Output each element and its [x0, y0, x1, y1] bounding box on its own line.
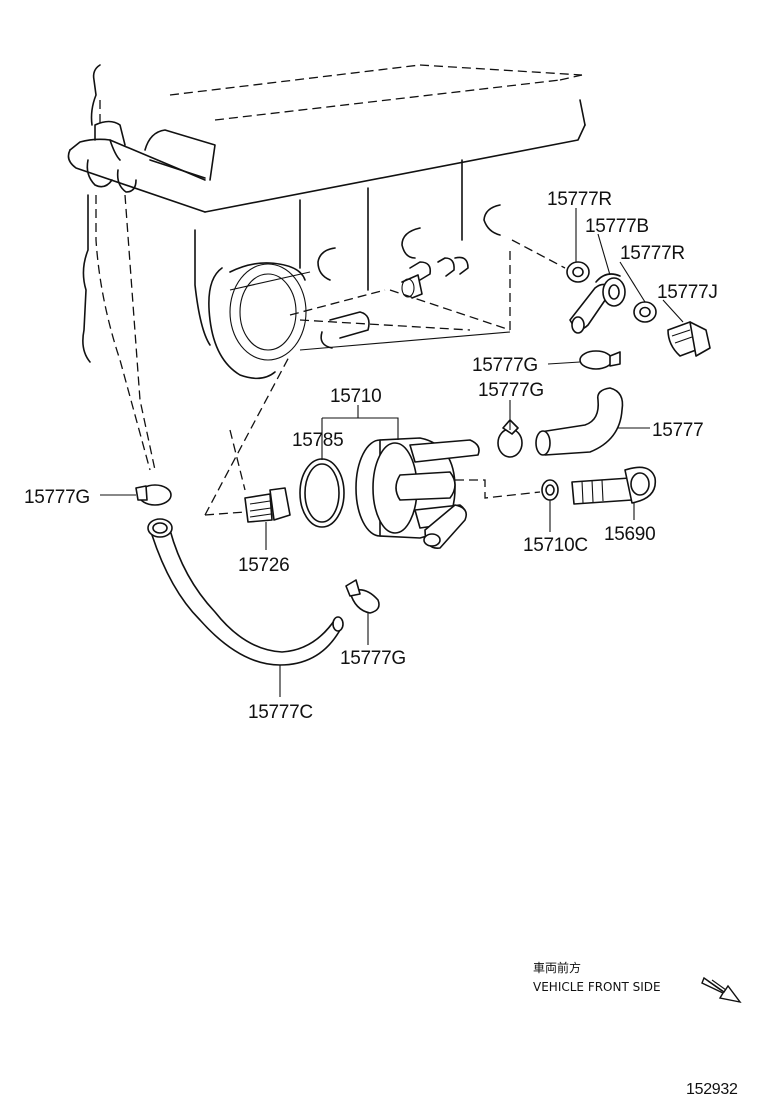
part-hose-15777C: [147, 518, 344, 666]
part-washer-15777R-mid: [633, 301, 657, 323]
part-clamp-15777G-left: [135, 484, 172, 506]
label-15710: 15710: [330, 386, 381, 407]
label-15777G-a: 15777G: [472, 355, 538, 376]
label-15777R-top: 15777R: [547, 189, 612, 210]
label-15777G-b: 15777G: [478, 380, 544, 401]
label-15777R-mid: 15777R: [620, 243, 685, 264]
direction-label-en: VEHICLE FRONT SIDE: [533, 980, 661, 994]
direction-arrow-icon: [701, 976, 742, 1004]
label-15777J: 15777J: [657, 282, 718, 303]
part-gasket-15710C: [541, 479, 559, 501]
part-union-15726: [244, 487, 291, 523]
label-leader-lines: [100, 208, 684, 697]
part-clamp-15777G-a: [579, 350, 621, 370]
part-union-15777B: [569, 273, 626, 334]
part-labels: 15777R 15777B 15777R 15777J 15777G 15777…: [24, 189, 718, 723]
label-15785: 15785: [292, 430, 343, 451]
part-clamp-15777G-low: [345, 579, 380, 614]
part-oring-15785: [299, 458, 345, 528]
engine-block-outline: [67, 64, 586, 380]
label-15777C: 15777C: [248, 702, 313, 723]
direction-label-jp: 車両前方: [533, 960, 581, 975]
label-15726: 15726: [238, 555, 289, 576]
label-15777B: 15777B: [585, 216, 649, 237]
part-clamp-15777G-b: [497, 419, 523, 458]
part-hose-15777: [535, 387, 624, 456]
part-washer-15777R-top: [566, 261, 590, 283]
label-15710C: 15710C: [523, 535, 588, 556]
label-15777: 15777: [652, 420, 703, 441]
label-15777G-low: 15777G: [340, 648, 406, 669]
assembly-dashed-leaders: [95, 194, 566, 516]
label-15777G-left: 15777G: [24, 487, 90, 508]
part-relief-valve-15690: [571, 466, 657, 505]
label-15690: 15690: [604, 524, 655, 545]
part-bolt-15777J: [667, 321, 711, 357]
vehicle-front-indicator: 車両前方 VEHICLE FRONT SIDE: [533, 960, 742, 1004]
figure-id: 152932: [686, 1081, 738, 1098]
part-oil-cooler-15710: [355, 437, 480, 549]
